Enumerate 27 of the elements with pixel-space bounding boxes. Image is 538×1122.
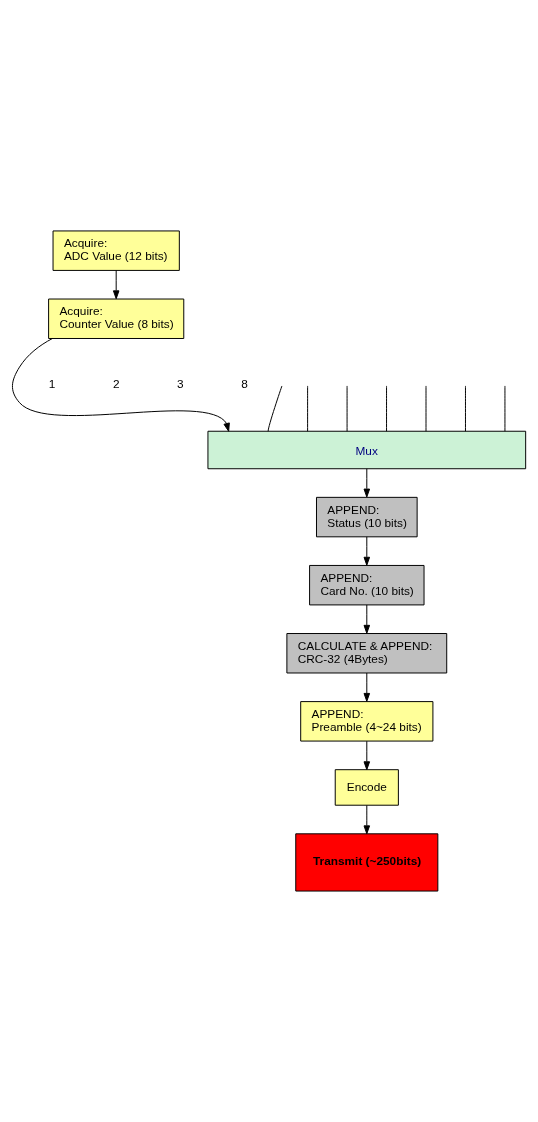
arrow [363, 468, 371, 498]
arrow [112, 269, 120, 300]
label: 3 [177, 376, 184, 391]
label: 2 [112, 376, 120, 391]
connector [465, 385, 466, 432]
arrow [363, 672, 371, 702]
node-box: APPEND: Preamble (4~24 bits) [300, 701, 434, 742]
node-box: CALCULATE & APPEND: CRC-32 (4Bytes) [286, 633, 448, 674]
node-box: Encode [334, 769, 399, 806]
label: 1 [48, 376, 56, 391]
connector [307, 385, 309, 432]
arrow [363, 740, 371, 771]
connector [386, 385, 388, 432]
connector [504, 385, 506, 432]
node-box: Acquire: Counter Value (8 bits) [48, 298, 185, 339]
arrow [11, 338, 230, 432]
connector [425, 385, 427, 432]
arrow [363, 536, 371, 566]
node-box: APPEND: Status (10 bits) [316, 496, 418, 538]
node-box: Acquire: ADC Value (12 bits) [52, 230, 180, 271]
arrow [363, 804, 371, 835]
connector [267, 385, 283, 432]
node-box: APPEND: Card No. (10 bits) [309, 564, 425, 606]
connector [346, 385, 348, 432]
node-box: Transmit (~250bits) [295, 833, 439, 892]
arrow [363, 604, 371, 634]
label: 8 [241, 376, 248, 391]
